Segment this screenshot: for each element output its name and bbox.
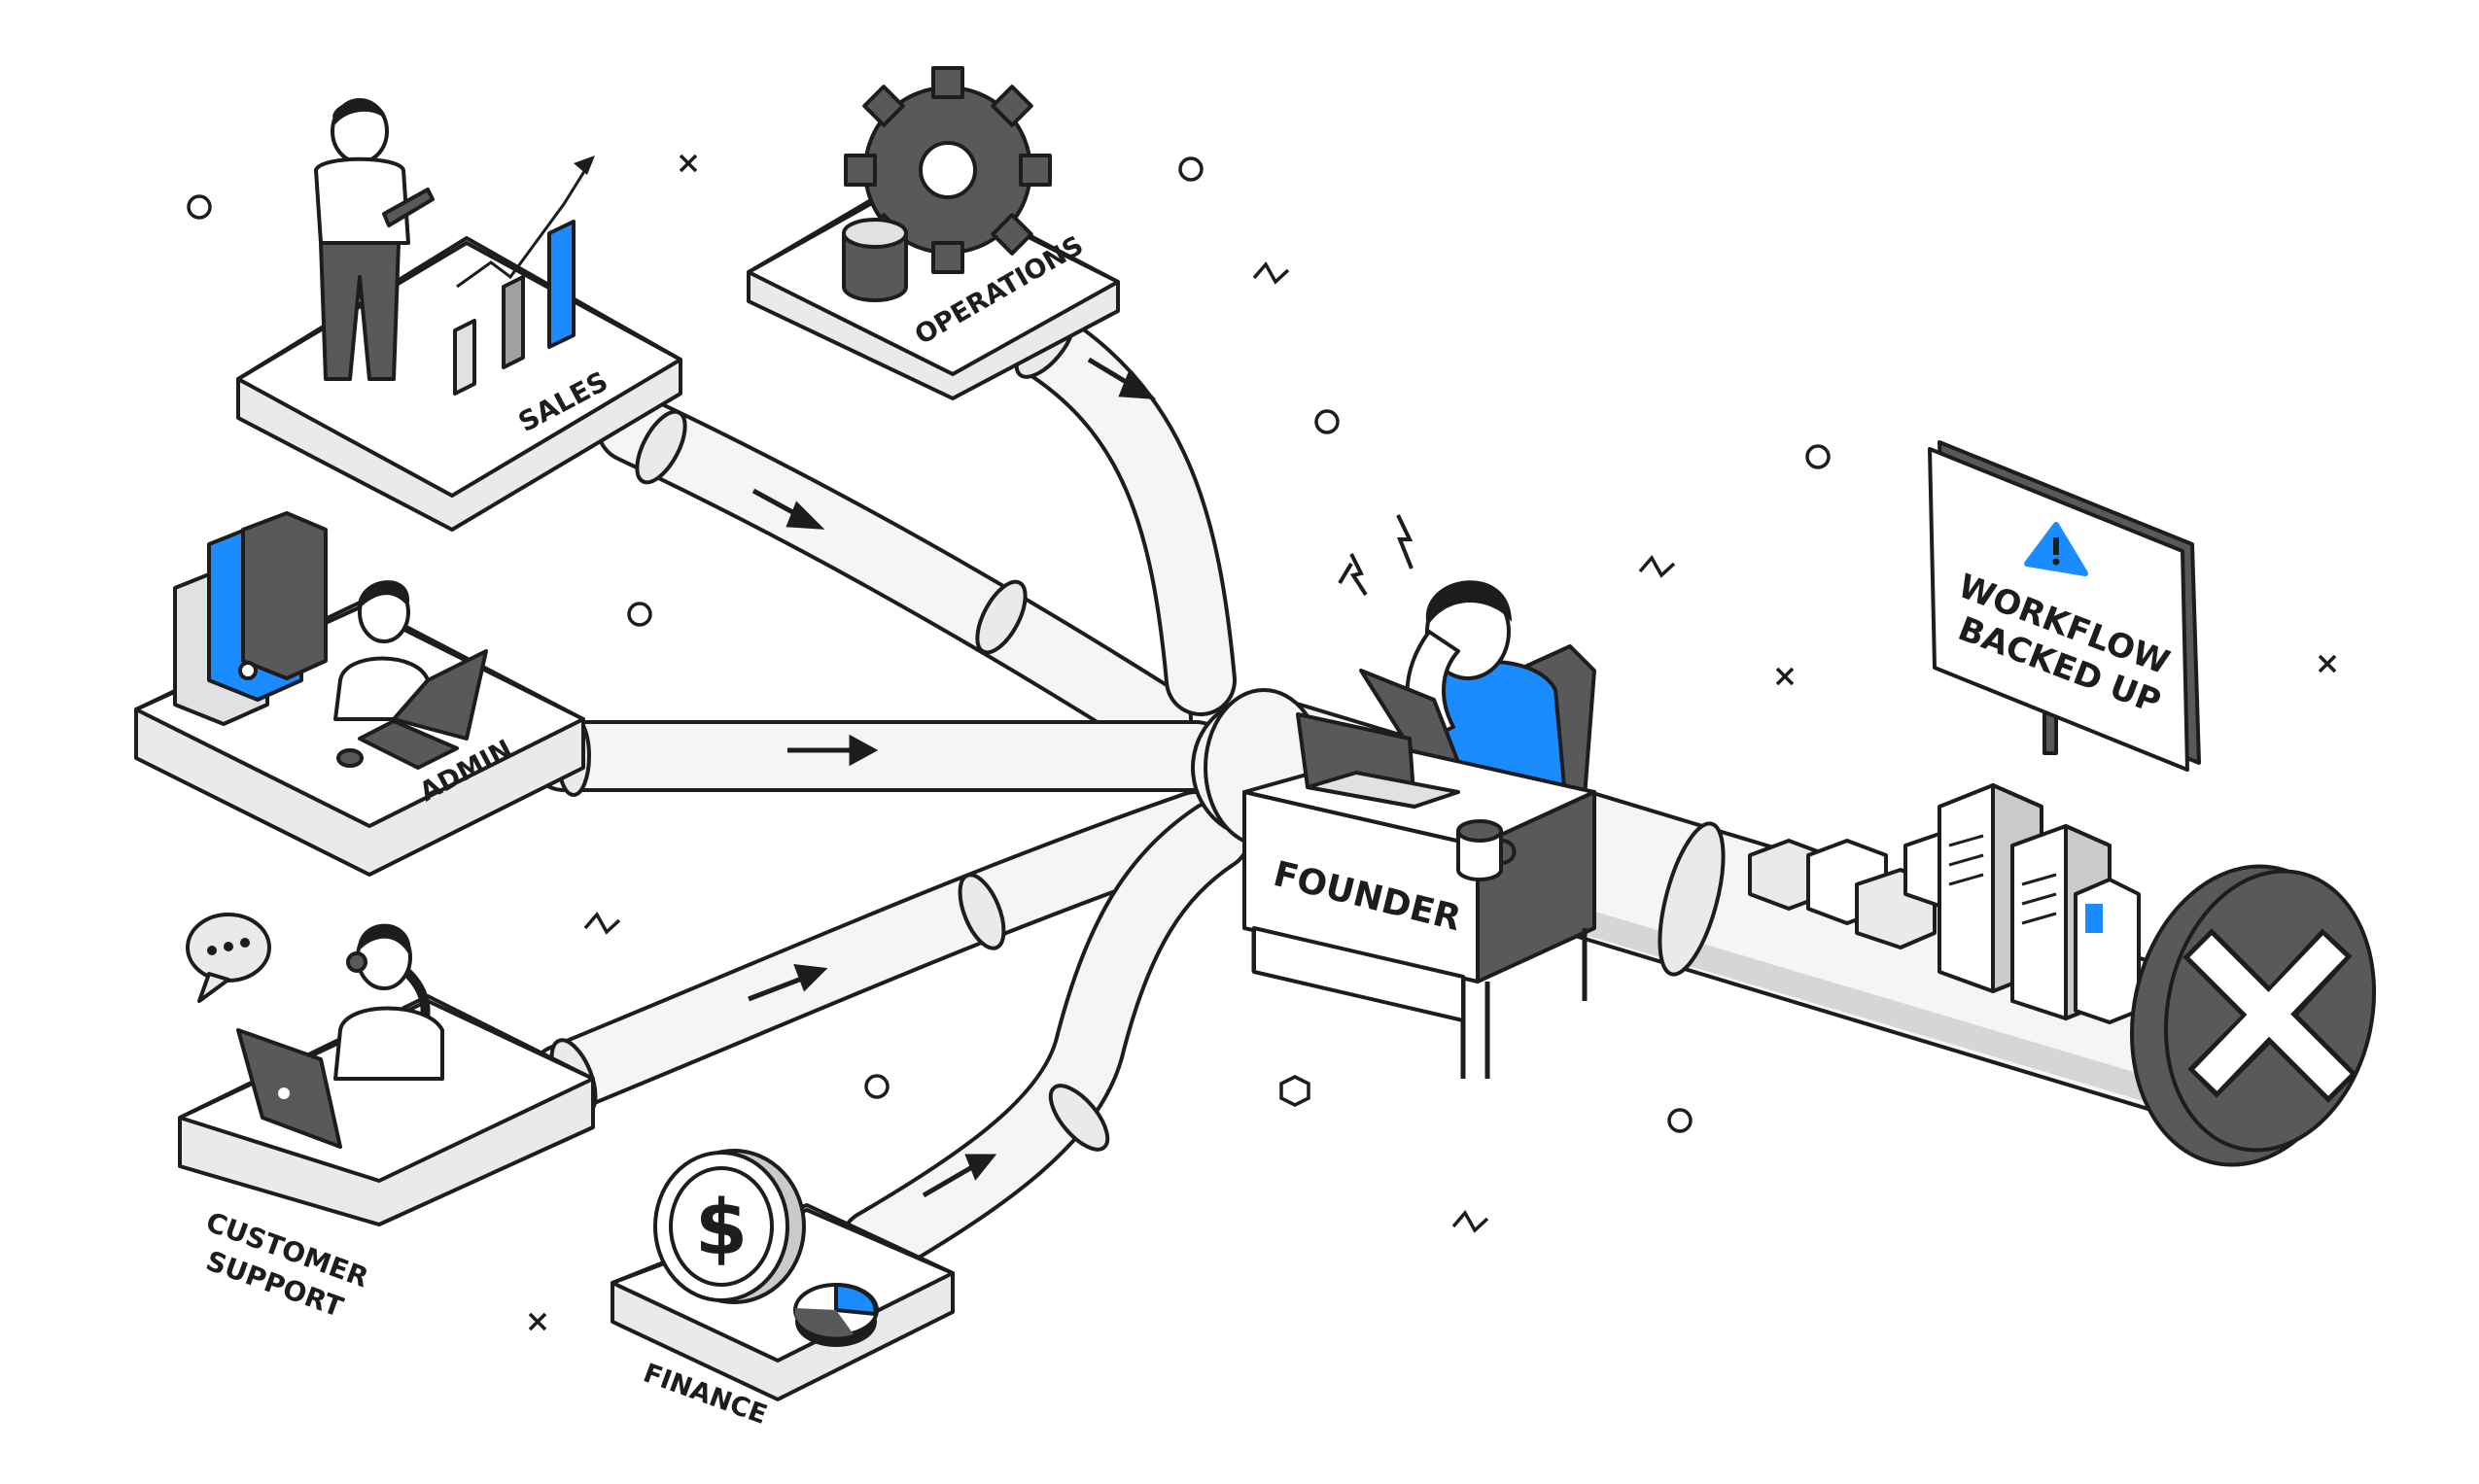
laptop-icon-support xyxy=(236,1028,342,1149)
admin-station: ADMIN xyxy=(134,511,585,877)
stress-marks xyxy=(1338,514,1414,597)
pipe-finance xyxy=(839,800,1251,1280)
laptop-icon xyxy=(392,649,488,741)
decorative-marks xyxy=(187,154,2337,1331)
founder-station: FOUNDER xyxy=(1242,514,1596,1079)
coin-icon: $ xyxy=(653,1149,806,1304)
backlog-boxes xyxy=(1748,783,2141,1024)
admin-person xyxy=(333,580,488,770)
headset-icon xyxy=(346,951,367,973)
bar-chart-icon xyxy=(453,155,595,396)
gear-icon xyxy=(844,66,1052,274)
coffee-mug-icon xyxy=(1456,819,1517,881)
warning-icon xyxy=(2024,522,2088,576)
pipe-sales xyxy=(596,392,1193,755)
binder-icon xyxy=(173,511,328,726)
flow-arrows xyxy=(748,357,1157,1198)
finance-station: FINANCE $ xyxy=(611,1149,955,1431)
sales-station: SALES xyxy=(236,98,682,532)
database-icon xyxy=(842,218,908,302)
blocked-x-icon xyxy=(2129,864,2377,1167)
pie-chart-icon xyxy=(793,1283,879,1347)
pipe-admin xyxy=(528,715,1232,797)
operations-station: OPERATIONS xyxy=(747,66,1120,400)
dollar-symbol: $ xyxy=(695,1185,748,1272)
sales-person xyxy=(314,98,435,381)
tablet-icon xyxy=(382,188,435,227)
customer-support-station: CUSTOMER SUPPORT xyxy=(178,913,595,1324)
warning-sign: WORKFLOW BACKED UP xyxy=(1928,440,2201,772)
chat-bubble-icon xyxy=(186,913,271,1003)
support-person xyxy=(236,923,444,1149)
